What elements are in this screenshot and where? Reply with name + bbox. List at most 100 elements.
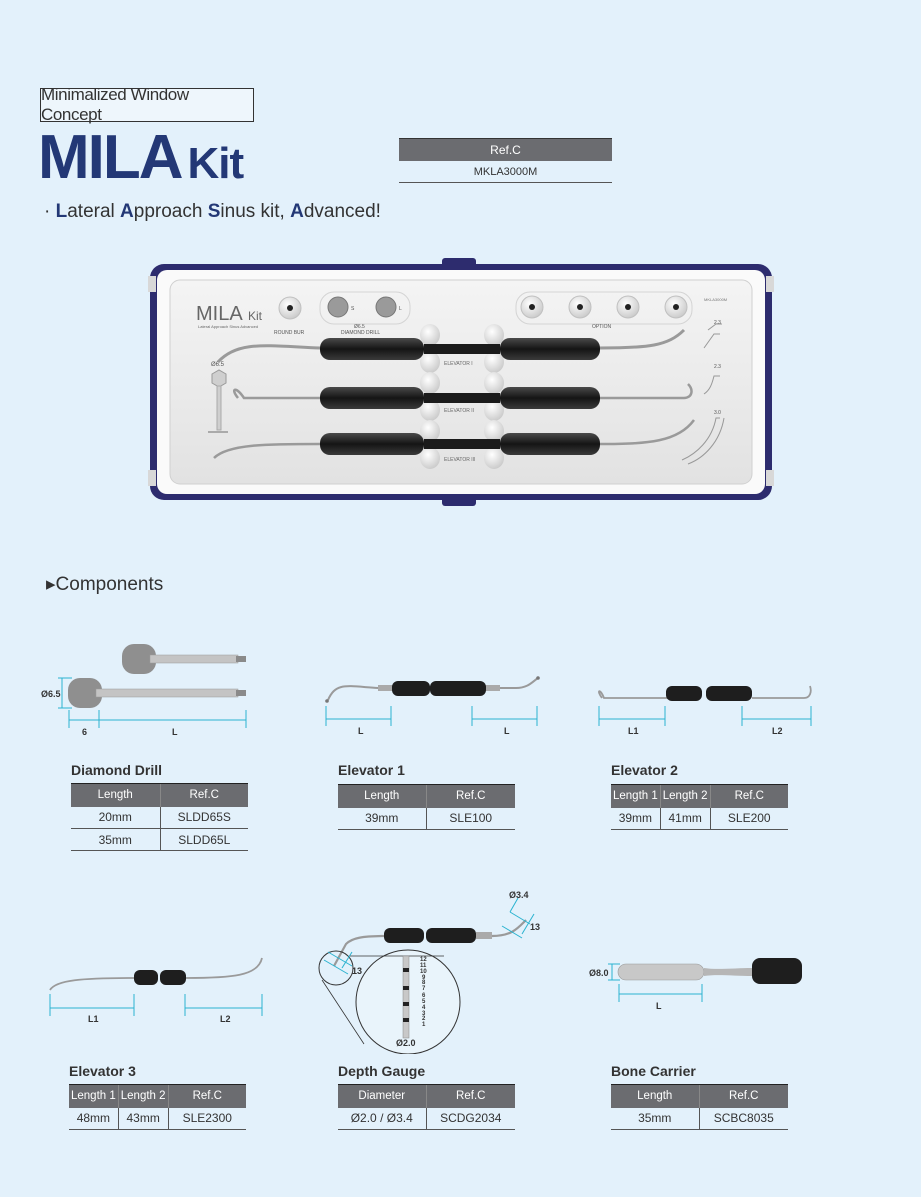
tagline-cap: A	[120, 201, 134, 222]
tip-3-outline	[681, 417, 725, 465]
table-cell: SCBC8035	[698, 1107, 788, 1130]
table-cell: Ø2.0 / Ø3.4	[338, 1107, 426, 1130]
elevator-1-title: Elevator 1	[338, 762, 405, 778]
table-header: Length 2	[117, 1084, 169, 1108]
table-row: 20mm SLDD65S	[71, 806, 248, 829]
table-header: Length	[611, 1084, 699, 1108]
table-cell: 20mm	[71, 806, 160, 829]
table-cell: 48mm	[69, 1107, 119, 1130]
option-label: OPTION	[592, 324, 612, 330]
table-row: 35mm SCBC8035	[611, 1107, 788, 1130]
table-row: Ø2.0 / Ø3.4 SCDG2034	[338, 1107, 515, 1130]
dim-top-length: 13	[530, 922, 540, 932]
dim-left: L1	[628, 726, 639, 736]
tagline-word: dvanced!	[303, 201, 381, 222]
scale-mark: 9	[422, 975, 426, 981]
kit-ref-table: Ref.C MKLA3000M	[399, 138, 612, 183]
gauge-size-label: Ø6.5	[211, 362, 225, 368]
table-header: Ref.C	[709, 784, 788, 808]
elevator-2-table: Length 1 Length 2 Ref.C 39mm 41mm SLE200	[611, 784, 788, 830]
drill-size-label: Ø6.5	[354, 324, 365, 330]
elevator-1-image	[216, 324, 686, 373]
table-cell: 41mm	[659, 807, 711, 830]
scale-mark: 10	[420, 969, 427, 975]
tip-3-label: 3.0	[714, 410, 721, 416]
elevator-1-diagram: L L	[325, 676, 540, 736]
scale-mark: 7	[422, 986, 426, 992]
bone-carrier-title: Bone Carrier	[611, 1063, 696, 1079]
elevator-2-title: Elevator 2	[611, 762, 678, 778]
scale-mark: 8	[422, 980, 426, 986]
table-row: 48mm 43mm SLE2300	[69, 1107, 246, 1130]
tagline-cap: A	[290, 201, 304, 222]
diamond-drill-label: DIAMOND DRILL	[341, 330, 380, 336]
option-slot	[520, 295, 544, 319]
table-cell: 39mm	[338, 807, 426, 830]
kit-logo-sub: Kit	[248, 309, 263, 323]
tip-2-label: 2.3	[714, 364, 721, 370]
table-header-row: Length 1 Length 2 Ref.C	[611, 784, 788, 808]
table-header: Ref.C	[425, 784, 515, 808]
table-cell: SLE100	[425, 807, 515, 830]
table-header: Ref.C	[698, 1084, 788, 1108]
elevator-3-title: Elevator 3	[69, 1063, 136, 1079]
kit-case-image: MILA Kit Lateral Approach Sinus Advanced…	[148, 258, 774, 506]
concept-label: Minimalized Window Concept	[40, 85, 254, 124]
table-header: Ref.C	[167, 1084, 246, 1108]
title-sub: Kit	[187, 139, 245, 188]
scale-mark: 4	[422, 1005, 426, 1011]
tagline-bullet: ·	[44, 201, 51, 222]
scale-mark: 1	[422, 1022, 426, 1028]
tagline-cap: S	[207, 201, 221, 222]
table-cell: SCDG2034	[425, 1107, 515, 1130]
bone-carrier-table: Length Ref.C 35mm SCBC8035	[611, 1084, 788, 1130]
scale-mark: 5	[422, 999, 426, 1005]
elevator-1-slot-label: ELEVATOR I	[444, 361, 473, 367]
bone-carrier-diagram: Ø8.0 L	[589, 958, 802, 1011]
dim-right: L2	[772, 726, 783, 736]
tagline-word: pproach	[133, 201, 208, 222]
depth-gauge-table: Diameter Ref.C Ø2.0 / Ø3.4 SCDG2034	[338, 1084, 515, 1130]
table-cell: SLE2300	[167, 1107, 246, 1130]
diamond-drill-diagram: Ø6.5 6 L	[41, 644, 247, 737]
diamond-drill-title: Diamond Drill	[71, 762, 163, 778]
table-cell: SLDD65L	[159, 828, 248, 851]
elevator-2-diagram: L1 L2	[598, 685, 812, 736]
tip-2-outline	[703, 375, 720, 395]
option-slot	[568, 295, 592, 319]
elevator-3-slot-label: ELEVATOR III	[444, 457, 475, 463]
table-header: Diameter	[338, 1084, 426, 1108]
table-header: Length	[338, 784, 426, 808]
table-header: Length 1	[69, 1084, 119, 1108]
tagline: · Lateral Approach Sinus kit, Advanced!	[44, 201, 381, 223]
kit-ref-header: Ref.C	[399, 138, 612, 161]
dim-diameter: Ø6.5	[41, 689, 61, 699]
diamond-drill-short	[122, 644, 246, 674]
elevator-3-diagram: L1 L2	[49, 957, 263, 1024]
depth-gauge-diagram: 12 11 10 9 8 7 6 5 4 3 2 1 13 Ø3.4 13 Ø2…	[318, 890, 540, 1054]
elevator-1-table: Length Ref.C 39mm SLE100	[338, 784, 515, 830]
elevator-2-image	[233, 372, 693, 421]
tip-1-outline	[703, 323, 722, 349]
table-cell: 35mm	[611, 1107, 699, 1130]
table-header: Length	[71, 783, 160, 807]
elevator-3-table: Length 1 Length 2 Ref.C 48mm 43mm SLE230…	[69, 1084, 246, 1130]
dim-left: L	[358, 726, 364, 736]
table-header-row: Diameter Ref.C	[338, 1084, 515, 1108]
dim-right: L	[504, 726, 510, 736]
dim-length: L	[656, 1001, 662, 1011]
kit-logo: MILA	[196, 303, 243, 325]
table-cell: 35mm	[71, 828, 160, 851]
depth-gauge-title: Depth Gauge	[338, 1063, 426, 1079]
table-header-row: Length Ref.C	[611, 1084, 788, 1108]
table-cell: SLE200	[709, 807, 788, 830]
option-slot	[616, 295, 640, 319]
table-cell: SLDD65S	[159, 806, 248, 829]
tagline-word: ateral	[67, 201, 121, 222]
table-cell: 43mm	[117, 1107, 169, 1130]
title-main: MILA	[38, 123, 184, 192]
table-row: 35mm SLDD65L	[71, 828, 248, 851]
scale-mark: 2	[422, 1016, 426, 1022]
tray-ref-label: MKLA3000M	[704, 297, 727, 302]
